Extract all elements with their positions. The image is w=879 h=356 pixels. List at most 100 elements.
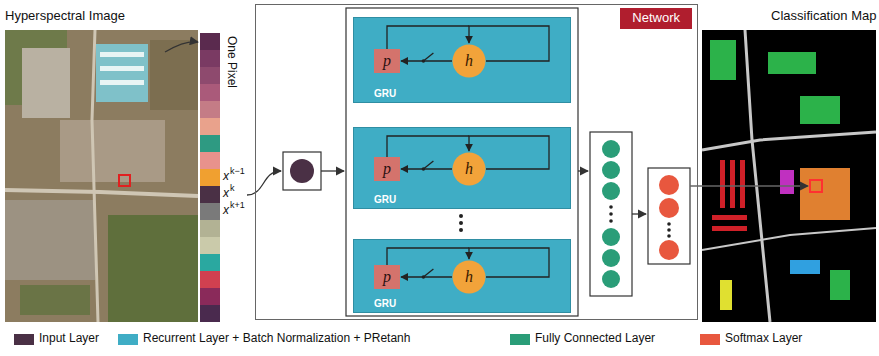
feedback-wire [387, 248, 469, 265]
ellipsis-dot [609, 219, 613, 223]
pixel-marker [119, 175, 130, 186]
band-symbol: x [223, 204, 229, 218]
ellipsis-dot [459, 214, 463, 218]
spectral-band [200, 135, 220, 152]
map-title: Classification Map [771, 9, 877, 24]
band-symbol: x [223, 187, 229, 201]
output-arrow [690, 185, 808, 186]
legend-swatch [700, 334, 720, 345]
band-index: k−1 [230, 166, 245, 176]
spectral-band [200, 84, 220, 101]
spectral-band [200, 220, 220, 237]
circle-fill [453, 45, 486, 78]
pixel-marker [810, 180, 822, 192]
network-box: NetworkGRUphGRUphGRUph [255, 4, 698, 320]
gate-symbol: p [383, 160, 391, 178]
spectral-band [200, 271, 220, 288]
network-tag: Network [620, 8, 692, 29]
spectral-band [200, 50, 220, 67]
ellipsis-dot [609, 205, 613, 209]
map-region [800, 96, 840, 124]
roof-stripe [100, 52, 144, 57]
gru-cell: GRU p h [353, 17, 571, 103]
gate-symbol: p [383, 268, 391, 286]
hidden-state-circle: h [452, 44, 486, 78]
input-arrow [247, 171, 281, 195]
image-title: Hyperspectral Image [5, 9, 125, 24]
hidden-state-circle: h [452, 260, 486, 294]
softmax-neuron [659, 175, 679, 195]
output-gate-box: p [374, 265, 400, 289]
softmax-neuron [659, 240, 679, 260]
legend-swatch [14, 334, 34, 345]
spectral-band [200, 152, 220, 169]
flow-arrow [578, 170, 588, 171]
band-symbol: x [223, 170, 229, 184]
trees-patch [20, 285, 90, 315]
softmax-neuron [659, 198, 679, 218]
input-layer-box [283, 152, 321, 190]
legend-text: Recurrent Layer + Batch Normalization + … [143, 332, 410, 346]
map-region [730, 160, 735, 208]
map-region [720, 160, 725, 208]
switch-symbol [423, 161, 433, 169]
building-roof [60, 120, 165, 182]
feedback-wire [387, 136, 469, 157]
fc-neuron [602, 249, 620, 267]
cell-label: GRU [374, 194, 396, 206]
fc-neuron [602, 140, 620, 158]
spectral-band [200, 101, 220, 118]
legend-text: Fully Connected Layer [535, 332, 655, 346]
flow-arrow [321, 170, 344, 171]
gru-cell: GRU p h [353, 239, 571, 313]
roof-stripe [100, 80, 144, 85]
spectral-band [200, 237, 220, 254]
connector [401, 60, 452, 61]
fc-neuron [602, 228, 620, 246]
input-neuron [290, 159, 314, 183]
connector [401, 276, 452, 277]
feedback-wire [469, 26, 549, 61]
map-road [702, 228, 876, 250]
gate-symbol: h [465, 160, 473, 178]
ellipsis-dot [667, 222, 671, 226]
feedback-wire [387, 26, 469, 49]
flow-arrow [632, 213, 646, 214]
gate-symbol: p [383, 52, 391, 70]
spectral-band [200, 305, 220, 322]
roof-stripe [100, 66, 144, 71]
map-road [702, 132, 876, 150]
switch-symbol [423, 53, 433, 61]
map-region [780, 170, 794, 194]
spectral-band [200, 33, 220, 50]
cell-label: GRU [374, 298, 396, 310]
legend-swatch [510, 334, 530, 345]
road [92, 30, 98, 322]
map-region [768, 52, 816, 74]
spectral-band [200, 169, 220, 186]
circle-fill [453, 153, 486, 186]
feedback-wire [469, 136, 549, 169]
recurrent-stack-box [346, 8, 578, 316]
connector [401, 168, 452, 169]
road [5, 190, 198, 196]
classification-map [702, 30, 876, 322]
map-region [740, 160, 745, 208]
map-region [712, 215, 747, 220]
map-region [830, 270, 850, 300]
output-gate-box: p [374, 49, 400, 73]
map-region [720, 280, 732, 310]
ground-patch [150, 40, 198, 110]
output-gate-box: p [374, 157, 400, 181]
fc-neuron [602, 270, 620, 288]
gate-symbol: h [465, 268, 473, 286]
gru-cell: GRU p h [353, 127, 571, 209]
gate-symbol: h [465, 52, 473, 70]
fc-neuron [602, 161, 620, 179]
pixel-arrow [165, 42, 198, 52]
aerial-image [5, 30, 198, 322]
cell-label: GRU [374, 88, 396, 100]
